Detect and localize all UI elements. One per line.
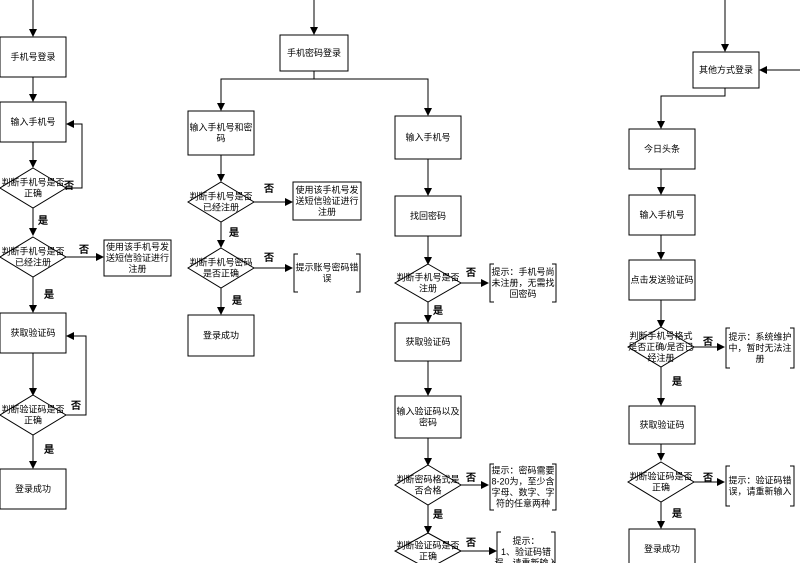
process-label-d8: 登录成功 — [644, 543, 680, 554]
edge-label-d5_yes: 是 — [671, 376, 682, 388]
process-label-a2: 输入手机号 — [10, 116, 55, 127]
edge-label-c7_no: 否 — [465, 537, 476, 549]
annotation-d7n: 提示：验证码错误，请重新输入 — [725, 465, 795, 507]
process-label-b2: 输入手机号和密码 — [189, 122, 252, 144]
process-label-d6: 获取验证码 — [639, 419, 684, 430]
process-node-b5: 登录成功 — [187, 314, 255, 357]
edge-label-d5_no: 否 — [702, 336, 713, 348]
process-node-a5: 获取验证码 — [0, 312, 67, 354]
process-node-c5: 输入验证码以及密码 — [394, 395, 462, 439]
process-node-a2: 输入手机号 — [0, 101, 67, 143]
decision-label-d5: 判断手机号格式是否正确/是否已经注册 — [628, 330, 694, 363]
process-label-c4: 获取验证码 — [405, 336, 450, 347]
edge-label-a4_yes: 是 — [43, 289, 54, 301]
edge-a6-no — [66, 332, 87, 416]
annotation-c7n: 提示：1、验证码错误，请重新输入 — [494, 531, 558, 563]
process-node-b1: 手机密码登录 — [279, 34, 349, 72]
decision-node-b4: 判断手机号密码是否正确 — [187, 247, 255, 289]
annotation-d5n: 提示：系统维护中，暂时无法注册 — [725, 327, 795, 369]
process-node-d8: 登录成功 — [628, 528, 696, 563]
edge-label-a6_yes: 是 — [43, 444, 54, 456]
process-label-a4n: 使用该手机号发送短信验证进行注册 — [106, 241, 169, 274]
decision-label-a3: 判断手机号是否正确 — [1, 177, 64, 199]
decision-label-c7: 判断验证码是否正确 — [396, 540, 459, 562]
process-node-d1: 其他方式登录 — [692, 51, 760, 89]
decision-node-a4: 判断手机号是否已经注册 — [0, 236, 67, 278]
decision-label-b3: 判断手机号是否已经注册 — [189, 191, 252, 213]
process-label-d4: 点击发送验证码 — [630, 274, 693, 285]
annotation-text-d5n: 提示：系统维护中，暂时无法注册 — [728, 331, 791, 364]
process-label-c5: 输入验证码以及密码 — [396, 406, 459, 428]
edge-label-b3_no: 否 — [263, 183, 274, 195]
edge-label-a3_no: 否 — [63, 180, 74, 192]
process-node-b3n: 使用该手机号发送短信验证进行注册 — [292, 181, 362, 221]
annotation-text-c3n: 提示：手机号尚未注册，无需找回密码 — [491, 266, 554, 299]
decision-node-b3: 判断手机号是否已经注册 — [187, 181, 255, 223]
annotation-text-b4n: 提示账号密码错误 — [295, 262, 358, 284]
process-label-a5: 获取验证码 — [10, 327, 55, 338]
edge-label-d7_yes: 是 — [671, 508, 682, 520]
process-label-c2: 找回密码 — [410, 210, 446, 221]
decision-node-a6: 判断验证码是否正确 — [0, 394, 67, 436]
process-label-d1: 其他方式登录 — [699, 64, 753, 75]
decision-label-a4: 判断手机号是否已经注册 — [1, 246, 64, 268]
edge-a3-no — [66, 120, 83, 189]
edge-label-b4_yes: 是 — [231, 295, 242, 307]
annotation-text-c7n: 提示：1、验证码错误，请重新输入 — [494, 536, 557, 563]
process-node-c1: 输入手机号 — [394, 115, 462, 160]
edge-label-a6_no: 否 — [70, 400, 81, 412]
process-label-d3: 输入手机号 — [639, 209, 684, 220]
decision-label-c3: 判断手机号是否注册 — [396, 272, 459, 294]
annotation-b4n: 提示账号密码错误 — [293, 253, 361, 293]
decision-node-d5: 判断手机号格式是否正确/是否已经注册 — [627, 326, 695, 368]
edge-b1-b2 — [217, 71, 315, 111]
process-node-d3: 输入手机号 — [628, 194, 696, 236]
edge-label-c3_yes: 是 — [432, 305, 443, 317]
edge-label-c6_yes: 是 — [432, 509, 443, 521]
decision-node-c6: 判断密码格式是否合格 — [394, 464, 462, 506]
decision-node-c3: 判断手机号是否注册 — [393, 263, 463, 303]
decision-label-d7: 判断验证码是否正确 — [629, 471, 692, 493]
process-node-a1: 手机号登录 — [0, 36, 67, 78]
decision-label-a6: 判断验证码是否正确 — [1, 404, 64, 426]
edge-label-a4_no: 否 — [78, 244, 89, 256]
edges-layer — [29, 0, 800, 555]
process-node-d4: 点击发送验证码 — [628, 259, 696, 301]
annotation-text-d7n: 提示：验证码错误，请重新输入 — [728, 475, 791, 497]
process-label-a7: 登录成功 — [15, 483, 51, 494]
process-label-b5: 登录成功 — [203, 330, 239, 341]
process-node-a7: 登录成功 — [0, 468, 67, 510]
process-label-a1: 手机号登录 — [10, 51, 55, 62]
process-node-a4n: 使用该手机号发送短信验证进行注册 — [103, 239, 172, 277]
process-label-d2: 今日头条 — [644, 143, 680, 154]
decision-node-a3: 判断手机号是否正确 — [0, 167, 67, 209]
process-label-c1: 输入手机号 — [405, 132, 450, 143]
decision-node-c7: 判断验证码是否正确 — [393, 532, 463, 563]
process-node-b2: 输入手机号和密码 — [187, 110, 255, 156]
decision-label-b4: 判断手机号密码是否正确 — [189, 257, 252, 279]
annotation-c3n: 提示：手机号尚未注册，无需找回密码 — [489, 263, 557, 303]
process-label-b1: 手机密码登录 — [287, 47, 341, 58]
process-node-c2: 找回密码 — [394, 195, 462, 237]
process-label-b3n: 使用该手机号发送短信验证进行注册 — [295, 184, 358, 217]
edge-label-a3_yes: 是 — [37, 215, 48, 227]
decision-label-c6: 判断密码格式是否合格 — [396, 474, 459, 496]
nodes-layer: 手机号登录输入手机号判断手机号是否正确判断手机号是否已经注册使用该手机号发送短信… — [0, 34, 795, 563]
edge-d1-d2 — [657, 88, 726, 129]
edge-label-c3_no: 否 — [465, 267, 476, 279]
process-node-d6: 获取验证码 — [628, 405, 696, 445]
edge-label-d7_no: 否 — [702, 472, 713, 484]
edge-label-c6_no: 否 — [465, 472, 476, 484]
edge-b1-c1 — [314, 78, 432, 116]
decision-node-d7: 判断验证码是否正确 — [627, 461, 695, 503]
edge-label-b4_no: 否 — [263, 252, 274, 264]
process-node-c4: 获取验证码 — [394, 322, 462, 362]
edge-label-b3_yes: 是 — [228, 227, 239, 239]
process-node-d2: 今日头条 — [628, 128, 696, 170]
